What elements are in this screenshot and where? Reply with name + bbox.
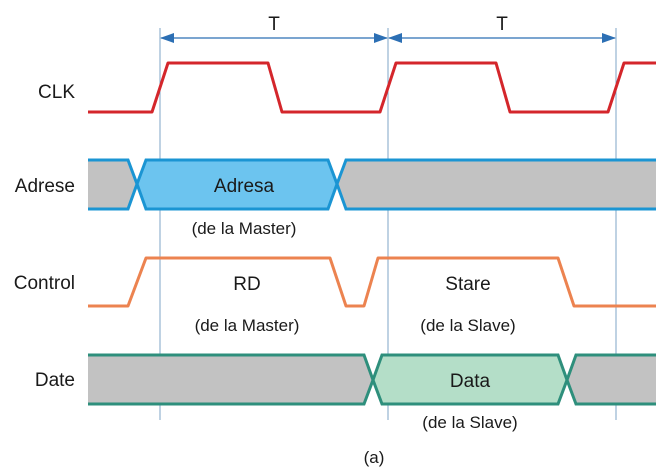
data-left-edge: [88, 353, 375, 406]
data-idle-left: [88, 355, 373, 404]
data-value: Data: [450, 371, 491, 392]
address-value: Adresa: [214, 176, 275, 197]
figure-caption: (a): [364, 448, 385, 467]
control-signal: RD (de la Master) Stare (de la Slave): [88, 256, 656, 335]
address-top-left: [88, 158, 139, 211]
address-right-edge: [335, 158, 656, 211]
data-right-edge: [565, 353, 656, 406]
period-label-1: T: [268, 14, 280, 35]
data-idle-right: [567, 355, 656, 404]
period-arrows: T T: [160, 14, 616, 43]
period-label-2: T: [496, 14, 508, 35]
clk-label: CLK: [38, 82, 75, 103]
clk-waveform: [88, 61, 656, 114]
control-waveform: [88, 256, 656, 308]
control-second-source: (de la Slave): [420, 316, 515, 335]
address-source: (de la Master): [192, 219, 297, 238]
address-bus: Adresa (de la Master): [88, 158, 656, 238]
address-idle-left: [88, 160, 137, 209]
address-label: Adrese: [15, 176, 75, 197]
data-bus: Data (de la Slave): [88, 353, 656, 432]
data-label: Date: [35, 370, 75, 391]
control-label: Control: [14, 273, 75, 294]
control-second-value: Stare: [445, 274, 490, 295]
control-first-source: (de la Master): [195, 316, 300, 335]
control-first-value: RD: [233, 274, 260, 295]
data-source: (de la Slave): [422, 413, 517, 432]
address-idle-right: [337, 160, 656, 209]
